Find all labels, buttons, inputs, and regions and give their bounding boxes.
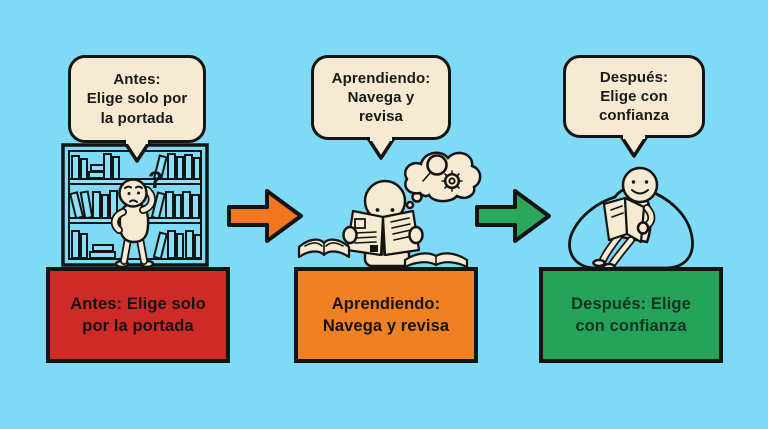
- magnifying-glass-icon: [422, 154, 448, 182]
- beanbag-person-illustration: [592, 166, 659, 270]
- reading-person-illustration: [342, 179, 424, 268]
- label-box-despues-text: Después: Elige con confianza: [571, 294, 691, 335]
- question-mark: ?: [148, 167, 163, 194]
- label-box-aprendiendo: Aprendiendo: Navega y revisa: [294, 267, 478, 363]
- open-book-icon-right: [403, 252, 469, 268]
- label-box-aprendiendo-text: Aprendiendo: Navega y revisa: [322, 294, 450, 335]
- open-book-icon-left: [297, 238, 351, 259]
- arrow-right-icon: [475, 189, 551, 243]
- happy-face: [631, 180, 649, 195]
- worried-face: [124, 185, 143, 203]
- label-box-despues: Después: Elige con confianza: [539, 267, 723, 363]
- scene-despues-beanbag: [568, 166, 694, 270]
- thought-bubble-icon: [404, 151, 482, 210]
- confused-person-illustration: ?: [110, 167, 163, 269]
- open-book-icon: [602, 196, 646, 244]
- speech-bubble-tail-despues: [619, 134, 649, 158]
- speech-bubble-tail-aprendiendo: [366, 136, 396, 160]
- speech-bubble-despues-text: Después: Elige con confianza: [598, 68, 670, 125]
- books-row-middle: [68, 190, 200, 220]
- label-box-antes: Antes: Elige solo por la portada: [46, 267, 230, 363]
- arrow-right-icon: [227, 189, 303, 243]
- scene-antes-bookshelf: ?: [61, 143, 209, 269]
- speech-bubble-aprendiendo-text: Aprendiendo: Navega y revisa: [331, 69, 431, 126]
- speech-bubble-antes-text: Antes: Elige solo por la portada: [86, 71, 188, 127]
- gear-icon: [441, 170, 463, 192]
- open-magazine-icon: [345, 209, 421, 257]
- speech-bubble-despues: Después: Elige con confianza: [563, 55, 705, 138]
- speech-bubble-aprendiendo: Aprendiendo: Navega y revisa: [311, 55, 451, 140]
- speech-bubble-tail-antes: [122, 139, 152, 163]
- label-box-antes-text: Antes: Elige solo por la portada: [70, 294, 206, 335]
- scene-aprendiendo-reading: [297, 151, 482, 268]
- speech-bubble-antes: Antes: Elige solo por la portada: [68, 55, 206, 143]
- books-row-bottom: [71, 230, 202, 260]
